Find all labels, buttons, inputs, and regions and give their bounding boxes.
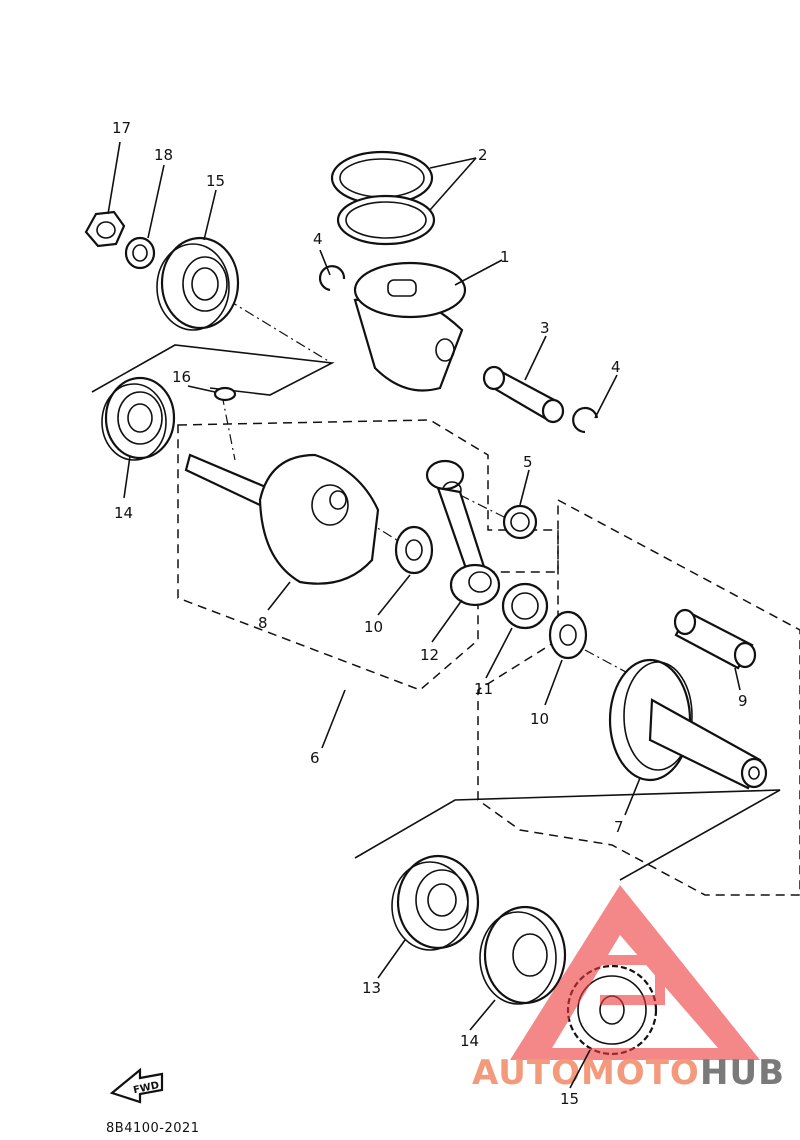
- callout-13: 13: [362, 979, 381, 997]
- callout-1: 1: [500, 248, 510, 266]
- callout-18: 16: [172, 368, 191, 386]
- left-bearing-part: [101, 376, 176, 461]
- callout-9: 9: [738, 692, 748, 710]
- callout-2: 2: [478, 146, 488, 164]
- callout-10-right: 10: [530, 710, 549, 728]
- callout-19: 17: [112, 119, 131, 137]
- callout-16: 14: [114, 504, 133, 522]
- piston-pin-part: [482, 365, 565, 424]
- connecting-rod-part: [425, 459, 501, 607]
- thrust-washer-part-right: [548, 610, 588, 660]
- callout-20: 18: [154, 146, 173, 164]
- right-crank-group-outline: [477, 498, 800, 896]
- right-bearing-part: [391, 854, 480, 951]
- callout-8: 8: [258, 614, 268, 632]
- fwd-arrow-icon: [109, 1067, 164, 1104]
- rod-centerline: [459, 494, 511, 521]
- callout-7: 7: [614, 818, 624, 836]
- watermark-triangle-icon: [510, 885, 760, 1060]
- drive-gear-part: [566, 964, 658, 1056]
- small-end-bearing-part: [502, 504, 538, 540]
- watermark-text-secondary: HUB: [700, 1053, 785, 1093]
- left-crank-part: [184, 453, 380, 585]
- crank-pin-part: [673, 608, 757, 670]
- bearing-mount-outline-bottom: [354, 789, 781, 881]
- lock-washer-part: [124, 236, 156, 270]
- crankshaft-group-outline: [177, 419, 559, 691]
- callout-17: 15: [206, 172, 225, 190]
- oil-seal-part-bottom: [479, 905, 567, 1005]
- nut-part: [84, 210, 126, 248]
- callout-5: 5: [523, 453, 533, 471]
- woodruff-key-part: [213, 386, 237, 402]
- fwd-label: FWD: [132, 1080, 160, 1096]
- callout-4-right: 4: [611, 358, 621, 376]
- callout-10-left: 10: [364, 618, 383, 636]
- callout-12: 12: [420, 646, 439, 664]
- callout-4-top: 4: [313, 230, 323, 248]
- callout-6: 6: [310, 749, 320, 767]
- piston-part: [353, 261, 467, 392]
- watermark-logo: [510, 885, 760, 1060]
- piston-rings-part: [330, 150, 436, 246]
- leader-lines: [107, 141, 741, 1089]
- circlip-part-right: [572, 406, 599, 434]
- callout-3: 3: [540, 319, 550, 337]
- oil-seal-part: [156, 236, 240, 331]
- right-crank-part: [608, 658, 768, 790]
- thrust-washer-part-left: [394, 525, 434, 575]
- key-centerline: [221, 394, 236, 461]
- circlip-part-top: [318, 265, 346, 292]
- callout-11: 11: [474, 680, 493, 698]
- callout-14: 14: [460, 1032, 479, 1050]
- big-end-bearing-part: [501, 582, 549, 630]
- reference-code: 8B4100-2021: [106, 1121, 200, 1136]
- callout-15: 15: [560, 1090, 579, 1108]
- bearing-mount-outline-left: [91, 344, 335, 396]
